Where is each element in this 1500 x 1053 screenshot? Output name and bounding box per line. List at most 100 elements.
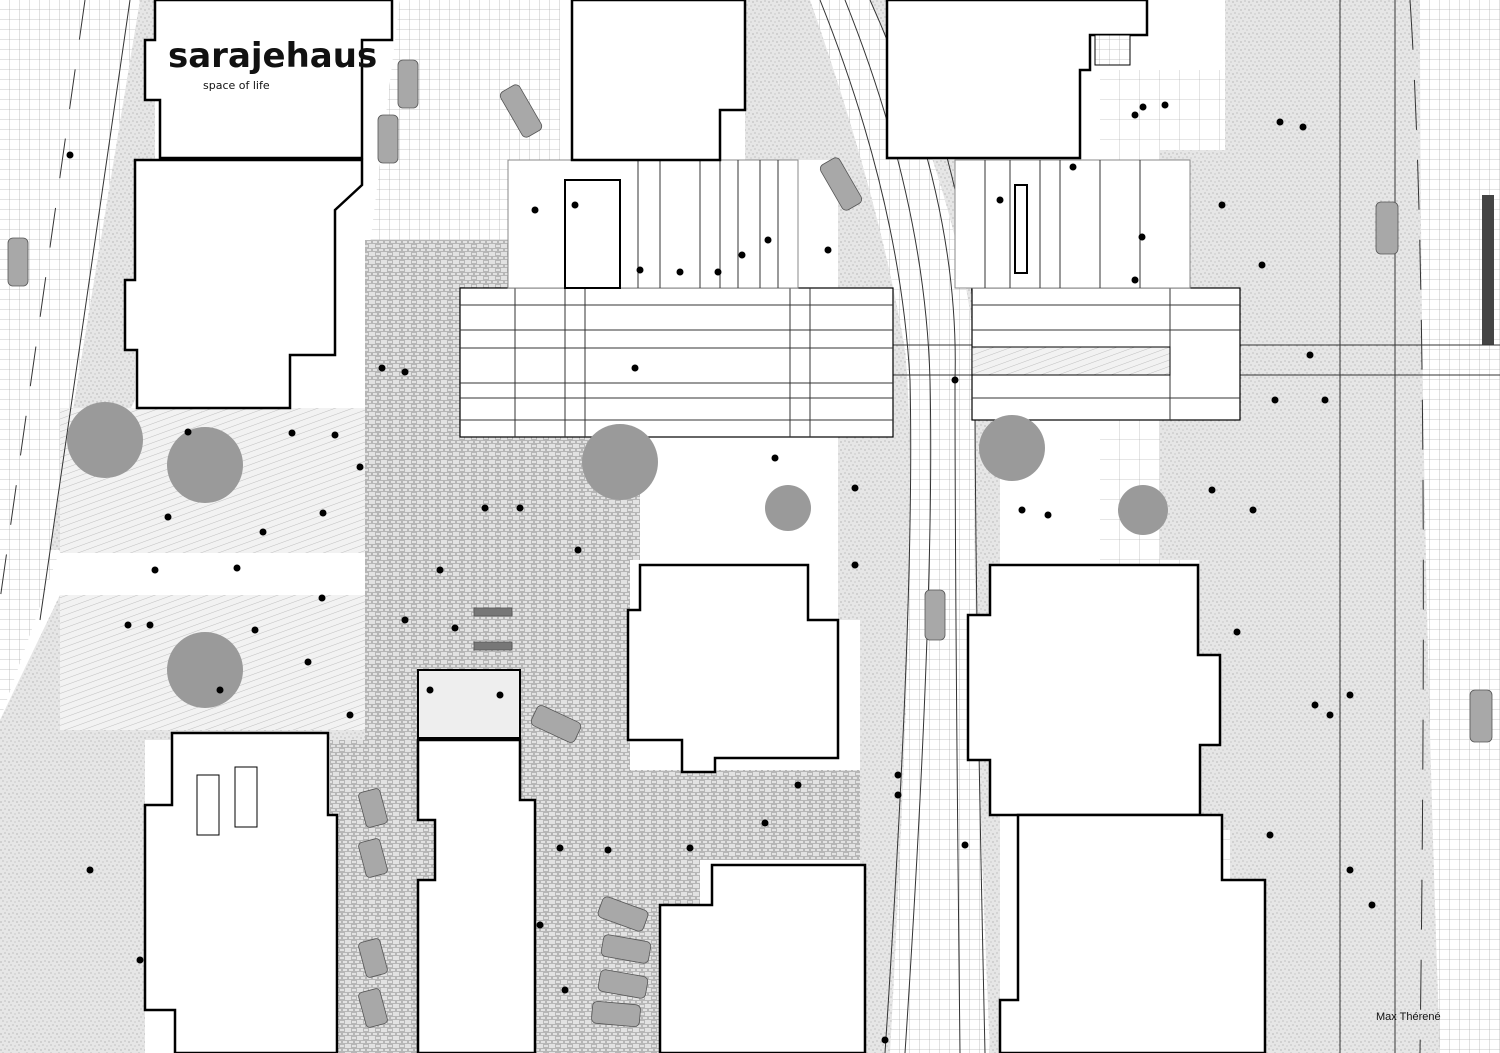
people xyxy=(66,101,1376,1044)
pedestrian-marker xyxy=(676,268,684,276)
pedestrian-marker xyxy=(894,771,902,779)
pedestrian-marker xyxy=(1069,163,1077,171)
pedestrian-marker xyxy=(319,509,327,517)
pedestrian-marker xyxy=(146,621,154,629)
pedestrian-marker xyxy=(996,196,1004,204)
pedestrian-marker xyxy=(1346,866,1354,874)
pedestrian-marker xyxy=(288,429,296,437)
building-southeast xyxy=(998,813,1267,1053)
pedestrian-marker xyxy=(604,846,612,854)
pedestrian-marker xyxy=(1218,201,1226,209)
car xyxy=(530,705,582,743)
building-southwest xyxy=(143,731,339,1053)
right-green xyxy=(1160,0,1290,1053)
pedestrian-marker xyxy=(794,781,802,789)
tree xyxy=(167,632,243,708)
pedestrian-marker xyxy=(401,616,409,624)
pedestrian-marker xyxy=(1233,628,1241,636)
pedestrian-marker xyxy=(124,621,132,629)
building-south xyxy=(658,863,867,1053)
pedestrian-marker xyxy=(451,624,459,632)
pedestrian-marker xyxy=(1311,701,1319,709)
tree xyxy=(765,485,811,531)
pedestrian-marker xyxy=(556,844,564,852)
pedestrian-marker xyxy=(536,921,544,929)
pedestrian-marker xyxy=(851,484,859,492)
tree xyxy=(1118,485,1168,535)
car xyxy=(397,59,419,109)
pedestrian-marker xyxy=(436,566,444,574)
pedestrian-marker xyxy=(1258,261,1266,269)
car xyxy=(358,788,388,828)
pedestrian-marker xyxy=(426,686,434,694)
pedestrian-marker xyxy=(1326,711,1334,719)
buildings xyxy=(123,0,1267,1053)
pedestrian-marker xyxy=(1368,901,1376,909)
car xyxy=(600,934,652,964)
pedestrian-marker xyxy=(346,711,354,719)
left-parking-strip xyxy=(330,740,418,1053)
author-credit: Max Thérené xyxy=(1376,1011,1441,1023)
pedestrian-marker xyxy=(1161,101,1169,109)
car xyxy=(1375,201,1399,255)
right-road-mark xyxy=(1482,195,1494,345)
pedestrian-marker xyxy=(1321,396,1329,404)
pedestrian-marker xyxy=(331,431,339,439)
car xyxy=(377,114,399,164)
building-northwest xyxy=(123,158,364,410)
pedestrian-marker xyxy=(356,463,364,471)
car xyxy=(358,988,388,1028)
pedestrian-marker xyxy=(164,513,172,521)
pedestrian-marker xyxy=(151,566,159,574)
pedestrian-marker xyxy=(216,686,224,694)
pedestrian-marker xyxy=(1271,396,1279,404)
right-road-lane xyxy=(1420,0,1500,1053)
pedestrian-marker xyxy=(631,364,639,372)
pedestrian-marker xyxy=(1131,276,1139,284)
building-northeast xyxy=(885,0,1149,160)
pedestrian-marker xyxy=(574,546,582,554)
car xyxy=(1469,689,1493,743)
building-sarajehaus xyxy=(143,0,394,160)
pedestrian-marker xyxy=(771,454,779,462)
pedestrian-marker xyxy=(1299,123,1307,131)
pedestrian-marker xyxy=(401,368,409,376)
pedestrian-marker xyxy=(86,866,94,874)
building-central xyxy=(626,563,840,774)
pedestrian-marker xyxy=(714,268,722,276)
pedestrian-marker xyxy=(1208,486,1216,494)
pedestrian-marker xyxy=(1276,118,1284,126)
pedestrian-marker xyxy=(66,151,74,159)
pedestrian-marker xyxy=(233,564,241,572)
pedestrian-marker xyxy=(764,236,772,244)
car xyxy=(591,1000,641,1028)
pedestrian-marker xyxy=(304,658,312,666)
pedestrian-marker xyxy=(184,428,192,436)
pedestrian-marker xyxy=(1131,111,1139,119)
logo-tagline: space of life xyxy=(203,79,270,92)
pedestrian-marker xyxy=(481,504,489,512)
building-east xyxy=(966,563,1222,817)
pedestrian-marker xyxy=(1018,506,1026,514)
pedestrian-marker xyxy=(1139,103,1147,111)
pedestrian-marker xyxy=(136,956,144,964)
cars xyxy=(7,59,1493,1028)
pedestrian-marker xyxy=(1044,511,1052,519)
building-south-narrow xyxy=(416,738,537,1053)
tram-platform-east xyxy=(971,287,1241,421)
pedestrian-marker xyxy=(881,1036,889,1044)
tree xyxy=(67,402,143,478)
pedestrian-marker xyxy=(516,504,524,512)
stair-ramps xyxy=(507,159,1191,289)
logo-wordmark: sarajehaus xyxy=(168,36,377,76)
rail-bed xyxy=(810,0,990,1053)
pedestrian-marker xyxy=(1249,506,1257,514)
pedestrian-marker xyxy=(1306,351,1314,359)
car xyxy=(499,84,543,138)
pedestrian-marker xyxy=(686,844,694,852)
trees xyxy=(67,402,1168,708)
tree xyxy=(582,424,658,500)
pedestrian-marker xyxy=(851,561,859,569)
tree xyxy=(167,427,243,503)
